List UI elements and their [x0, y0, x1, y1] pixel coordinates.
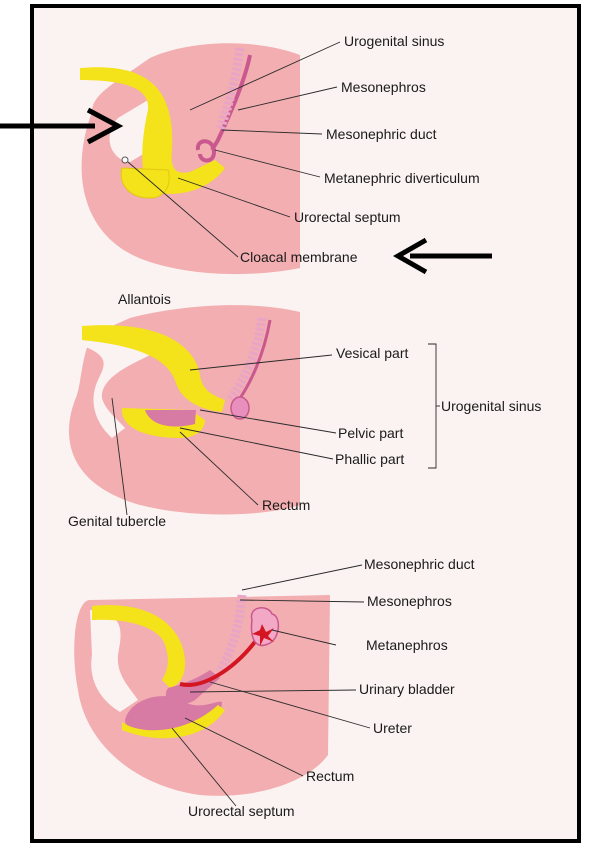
label-vesical-part-2: Vesical part	[336, 345, 408, 361]
panel-2: Allantois Vesical part Pelvic part Phall…	[68, 291, 541, 529]
label-genital-tubercle-2: Genital tubercle	[68, 513, 166, 529]
label-mesonephric-duct-1: Mesonephric duct	[326, 126, 437, 142]
pointer-arrow-right	[398, 240, 492, 272]
label-cloacal-membrane-1: Cloacal membrane	[240, 249, 358, 265]
cloacal-membrane-mark-1	[122, 157, 128, 163]
label-urorectal-septum-1: Urorectal septum	[294, 209, 401, 225]
label-ureter-3: Ureter	[373, 720, 412, 736]
label-urinary-bladder-3: Urinary bladder	[359, 681, 455, 697]
panel-1: Urogenital sinus Mesonephros Mesonephric…	[80, 33, 480, 274]
label-rectum-2: Rectum	[262, 497, 310, 513]
label-allantois-2: Allantois	[118, 291, 171, 307]
label-urogenital-sinus-1: Urogenital sinus	[344, 33, 444, 49]
label-urogenital-sinus-2: Urogenital sinus	[441, 398, 541, 414]
label-metanephros-3: Metanephros	[366, 637, 448, 653]
label-pelvic-part-2: Pelvic part	[338, 425, 403, 441]
label-metanephric-diverticulum-1: Metanephric diverticulum	[324, 170, 480, 186]
label-rectum-3: Rectum	[306, 768, 354, 784]
panel-3: Mesonephric duct Mesonephros Metanephros…	[74, 556, 474, 819]
label-mesonephros-1: Mesonephros	[341, 79, 426, 95]
label-mesonephric-duct-3: Mesonephric duct	[364, 556, 475, 572]
label-phallic-part-2: Phallic part	[335, 451, 404, 467]
label-urorectal-septum-3: Urorectal septum	[188, 803, 295, 819]
label-mesonephros-3: Mesonephros	[367, 593, 452, 609]
